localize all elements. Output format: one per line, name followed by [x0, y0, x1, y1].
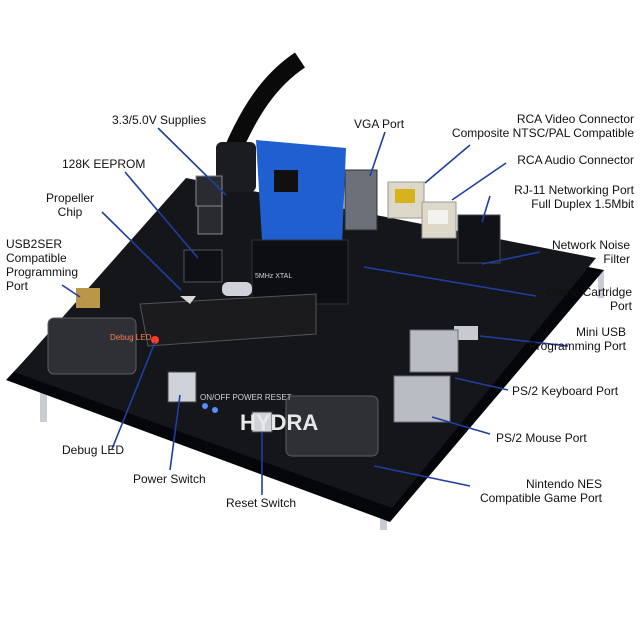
leader-vga — [369, 131, 386, 177]
leader-debug-led — [111, 341, 156, 450]
cartridge-slot — [251, 239, 349, 305]
vga-connector — [344, 169, 378, 231]
power-jack — [216, 142, 256, 192]
power-switch — [167, 371, 197, 403]
leader-ps2-mouse — [431, 416, 491, 435]
regulator-top — [195, 175, 223, 207]
label-propeller: Propeller Chip — [46, 191, 95, 219]
board-surface — [14, 178, 596, 508]
power-cable — [223, 52, 306, 156]
leader-usb2ser — [61, 284, 81, 298]
rca-audio-ring — [428, 210, 448, 224]
nes-port-left — [47, 317, 137, 375]
label-vga: VGA Port — [354, 117, 405, 131]
label-ps2-keyboard: PS/2 Keyboard Port — [512, 384, 619, 398]
leader-rj11 — [481, 195, 491, 223]
debug-led-light — [151, 336, 159, 344]
leader-noise-filter — [481, 251, 541, 265]
rca-video-ring — [395, 189, 415, 203]
crystal — [222, 282, 252, 296]
label-rca-video: RCA Video Connector Composite NTSC/PAL C… — [451, 112, 634, 140]
label-reset-switch: Reset Switch — [226, 496, 297, 510]
label-noise-filter: Network Noise Filter — [551, 238, 630, 266]
standoff-left — [40, 378, 47, 422]
label-cartridge-port: Game Cartridge Port — [546, 285, 632, 313]
label-debug-led: Debug LED — [62, 443, 125, 457]
power-led-blue-1 — [202, 403, 208, 409]
leader-rca-audio — [451, 162, 507, 201]
leader-rca-video — [424, 144, 471, 184]
board-brand: HYDRA — [240, 410, 318, 435]
leader-supplies — [157, 127, 227, 196]
leader-mini-usb — [479, 335, 569, 347]
nes-port-right — [285, 395, 379, 457]
label-usb2ser: USB2SER Compatible Programming Port — [6, 237, 79, 293]
propeller-chip — [139, 293, 317, 347]
label-supplies: 3.3/5.0V Supplies — [112, 113, 207, 127]
leader-nes-port — [373, 465, 471, 487]
regulator-bottom — [197, 205, 223, 235]
game-cartridge — [256, 140, 346, 246]
leader-eeprom — [124, 171, 199, 259]
standoff-right — [598, 270, 604, 298]
mini-usb-connector — [454, 326, 478, 340]
usb2ser-header — [76, 288, 100, 308]
label-ps2-mouse: PS/2 Mouse Port — [496, 431, 587, 445]
leader-ps2-keyboard — [454, 377, 509, 391]
leader-propeller — [101, 211, 182, 291]
label-eeprom: 128K EEPROM — [62, 157, 146, 171]
board-led-label: Debug LED — [110, 333, 152, 342]
leader-lines — [61, 127, 569, 495]
propeller-logo — [180, 296, 196, 304]
label-nes-port: Nintendo NES Compatible Game Port — [479, 477, 602, 505]
label-power-switch: Power Switch — [133, 472, 206, 486]
label-mini-usb: Mini USB Programming Port — [528, 325, 626, 353]
power-led-blue-2 — [212, 407, 218, 413]
label-rca-audio: RCA Audio Connector — [517, 153, 634, 167]
leader-power-switch — [169, 394, 181, 471]
ps2-keyboard-jack — [409, 329, 459, 373]
eeprom-socket — [183, 249, 223, 283]
board-xtal-label: 5MHz XTAL — [255, 273, 292, 280]
cartridge-chip — [274, 170, 298, 192]
leader-cartridge — [363, 266, 537, 297]
ps2-mouse-jack — [393, 375, 451, 423]
board-power-labels: ON/OFF POWER RESET — [200, 393, 292, 402]
label-rj11: RJ-11 Networking Port Full Duplex 1.5Mbi… — [514, 183, 634, 211]
rj11-jack — [457, 214, 501, 264]
